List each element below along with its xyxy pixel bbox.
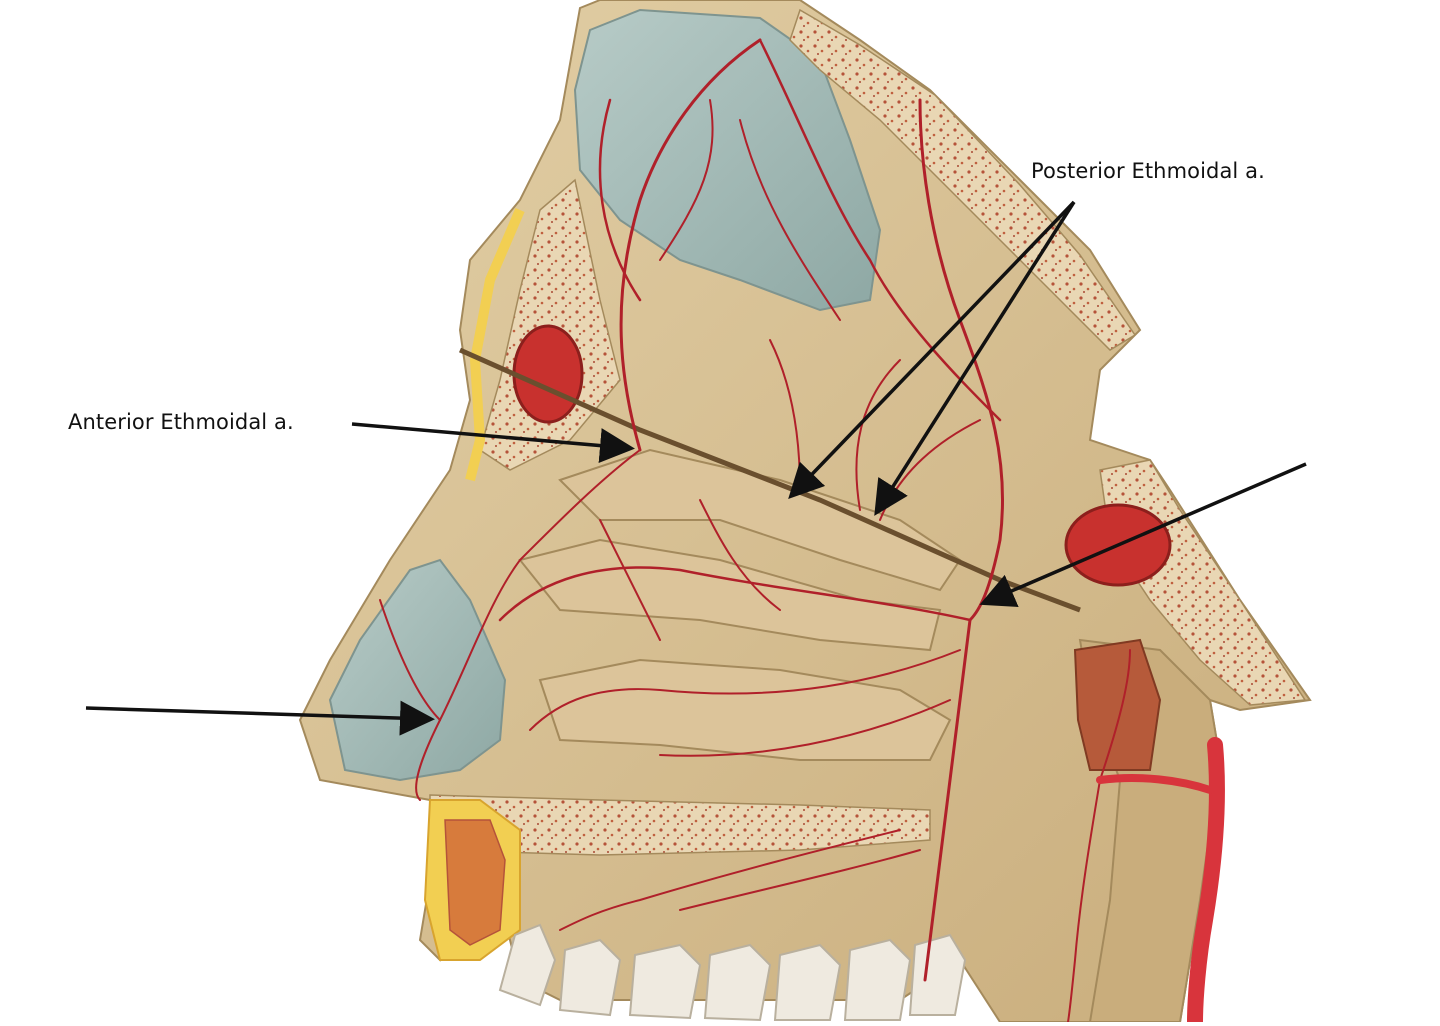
frontal-bone-marrow	[789, 8, 1137, 351]
posterior-ethmoidal-label: Posterior Ethmoidal a.	[1031, 159, 1265, 183]
muscle-block	[1073, 638, 1162, 771]
carotid-branch	[1096, 774, 1214, 794]
arrow-right-unlabeled	[979, 462, 1307, 607]
arrow-left-unlabeled	[85, 700, 435, 736]
frontal-sinus	[573, 8, 882, 312]
teeth	[498, 923, 967, 1022]
cribriform-plate	[458, 347, 1081, 613]
arrow-posterior-ethmoidal-1	[788, 200, 1076, 500]
nose-tip-core	[444, 819, 506, 946]
pointer-arrows	[85, 200, 1307, 736]
superior-turbinate	[558, 448, 962, 592]
carotid-artery	[1187, 737, 1225, 1026]
maxillary-sinus	[328, 558, 507, 782]
orbit-vessel-left	[512, 324, 584, 424]
anterior-ethmoidal-label: Anterior Ethmoidal a.	[68, 410, 294, 434]
nasal-fat	[465, 208, 525, 482]
arrow-posterior-ethmoidal-2	[874, 201, 1076, 516]
arrow-anterior-ethmoidal	[351, 422, 635, 464]
